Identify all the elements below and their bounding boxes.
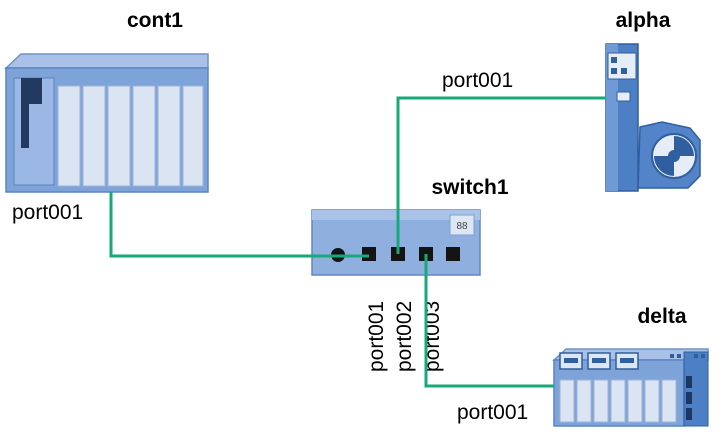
device-label-alpha: alpha [616,9,671,32]
port-label-cont1: port001 [12,201,83,224]
device-switch1[interactable]: 88 switch1 port001 port002 port003 [311,176,509,372]
link-delta-switch1[interactable] [424,254,554,388]
switch-badge: 88 [456,221,468,232]
network-switch-icon: 88 [311,209,481,276]
device-label-delta: delta [637,305,686,328]
switch-port-label-3: port003 [421,301,444,372]
device-label-cont1: cont1 [127,9,183,32]
link-alpha-switch1[interactable] [396,96,606,254]
port-label-delta: port001 [457,401,528,424]
network-links [109,96,606,388]
switch-port-label-1: port001 [365,301,388,372]
switch-port-4[interactable] [446,247,460,261]
device-alpha[interactable]: alpha port001 [442,9,701,192]
switch-port-1[interactable] [362,247,376,261]
plc-controller-icon [4,53,209,193]
device-label-switch1: switch1 [431,176,508,199]
link-cont1-switch1[interactable] [109,192,369,258]
switch-port-label-2: port002 [393,301,416,372]
io-rack-icon [552,348,709,427]
device-delta[interactable]: delta port001 [457,305,709,427]
motor-drive-icon [605,43,701,192]
port-label-alpha: port001 [442,69,513,92]
device-cont1[interactable]: cont1 port001 [4,9,209,224]
